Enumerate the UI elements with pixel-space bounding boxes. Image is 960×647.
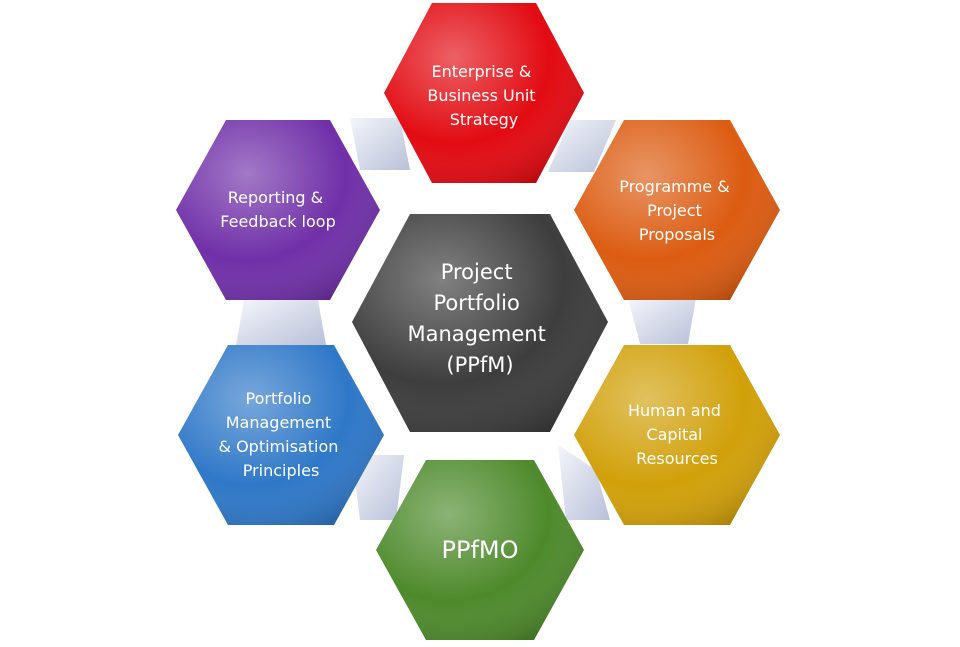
hexagon-resources: Human and Capital Resources — [574, 345, 780, 525]
connector-strategy-proposals — [548, 120, 616, 172]
outer-nodes: Enterprise & Business Unit Strategy Prog… — [176, 3, 780, 640]
hexagon-label-proposals: Programme & Project Proposals — [619, 177, 735, 244]
connector-principles-reporting — [236, 300, 326, 345]
hexagon-label-principles: Portfolio Management & Optimisation Prin… — [219, 389, 344, 480]
connector-ppfmo-principles — [352, 455, 404, 520]
connector-resources-ppfmo — [558, 445, 610, 520]
hexagon-strategy: Enterprise & Business Unit Strategy — [384, 3, 584, 183]
hexagon-reporting: Reporting & Feedback loop — [176, 120, 380, 300]
center-hexagon-label: Project Portfolio Management (PPfM) — [407, 260, 552, 377]
hexagon-principles: Portfolio Management & Optimisation Prin… — [178, 345, 384, 525]
hexagon-label-reporting: Reporting & Feedback loop — [220, 188, 335, 231]
connector-proposals-resources — [628, 298, 696, 344]
hexagon-center-ppfm: Project Portfolio Management (PPfM) — [352, 214, 608, 432]
hexagon-label-resources: Human and Capital Resources — [628, 401, 726, 468]
hexagon-proposals: Programme & Project Proposals — [574, 120, 780, 300]
connectors — [236, 118, 696, 520]
hexagon-label-strategy: Enterprise & Business Unit Strategy — [427, 62, 540, 129]
hexagon-label-ppfmo: PPfMO — [442, 536, 519, 564]
connector-reporting-strategy — [350, 118, 410, 170]
hexagon-ppfmo: PPfMO — [376, 460, 584, 640]
